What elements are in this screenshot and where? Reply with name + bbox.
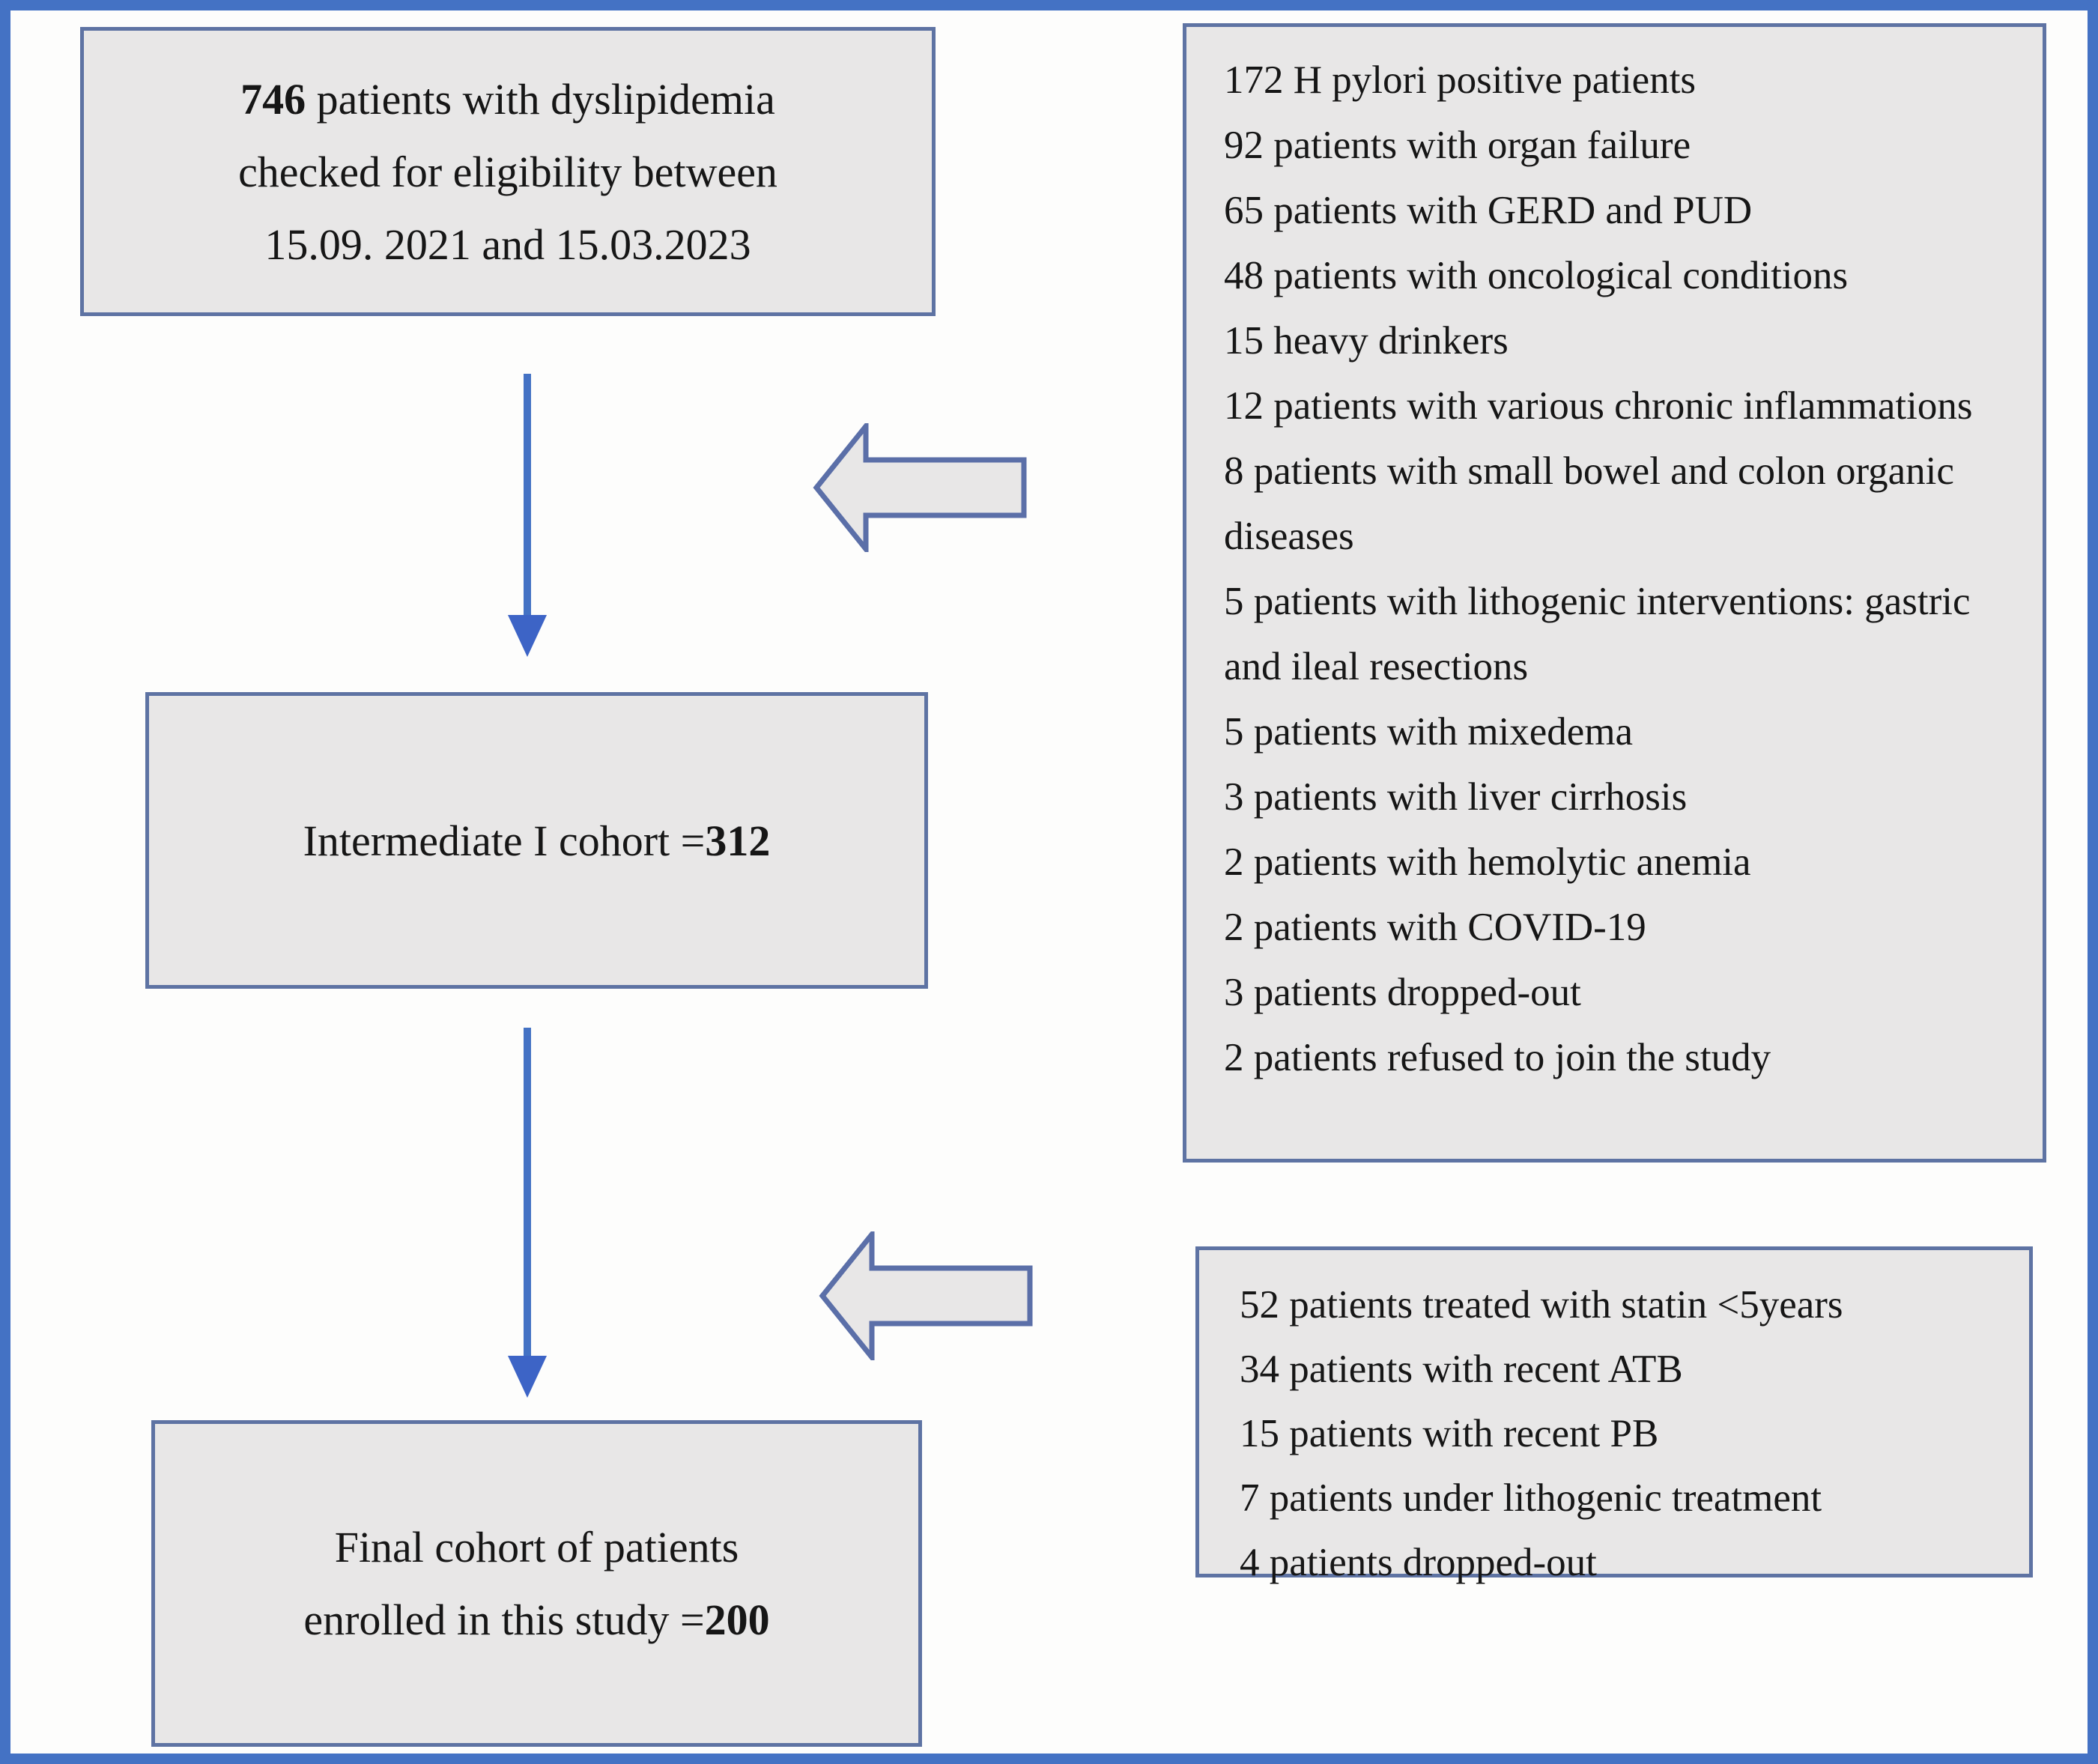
eligibility-box: 746 patients with dyslipidemia checked f… [80,27,936,316]
down-arrow-2-icon [506,1028,548,1398]
exclusion-item: 8 patients with small bowel and colon or… [1224,449,1954,558]
final-cohort-line-1: Final cohort of patients [334,1523,739,1571]
exclusions-box-2: 52 patients treated with statin <5years 3… [1195,1246,2033,1584]
exclusion-item: 15 patients with recent PB [1240,1412,1659,1455]
eligibility-count: 746 [240,74,306,124]
eligibility-line-3: 15.09. 2021 and 15.03.2023 [264,219,751,269]
exclusion-item: 65 patients with GERD and PUD [1224,189,1753,232]
exclusion-item: 92 patients with organ failure [1224,124,1691,167]
exclusion-item: 5 patients with mixedema [1224,710,1634,754]
final-cohort-box: Final cohort of patients enrolled in thi… [151,1420,922,1747]
final-cohort-count: 200 [704,1595,770,1644]
exclusion-item: 5 patients with lithogenic interventions… [1224,580,1971,688]
exclusion-item: 48 patients with oncological conditions [1224,254,1849,297]
exclusion-item: 12 patients with various chronic inflamm… [1224,384,1973,428]
eligibility-line-2: checked for eligibility between [238,147,777,196]
exclusion-item: 7 patients under lithogenic treatment [1240,1476,1822,1520]
down-arrow-1-icon [506,374,548,658]
exclusion-item: 172 H pylori positive patients [1224,58,1697,102]
exclusion-item: 34 patients with recent ATB [1240,1348,1683,1391]
left-block-arrow-2-icon [816,1231,1035,1360]
final-cohort-line-2: enrolled in this study =200 [303,1595,770,1644]
intermediate-cohort-text: Intermediate I cohort =312 [303,816,771,865]
exclusion-item: 15 heavy drinkers [1224,319,1509,363]
exclusion-item: 2 patients with COVID-19 [1224,906,1646,949]
exclusion-item: 2 patients with hemolytic anemia [1224,840,1751,884]
intermediate-cohort-count: 312 [705,816,771,865]
exclusion-item: 3 patients with liver cirrhosis [1224,775,1688,819]
exclusion-item: 3 patients dropped-out [1224,971,1581,1014]
intermediate-cohort-box: Intermediate I cohort =312 [145,692,928,989]
exclusions-box-1: 172 H pylori positive patients 92 patient… [1183,23,2046,1163]
exclusion-item: 4 patients dropped-out [1240,1541,1597,1584]
exclusion-item: 52 patients treated with statin <5years [1240,1283,1843,1327]
left-block-arrow-1-icon [810,423,1029,552]
eligibility-line-1: 746 patients with dyslipidemia [240,74,775,124]
exclusion-item: 2 patients refused to join the study [1224,1036,1771,1079]
